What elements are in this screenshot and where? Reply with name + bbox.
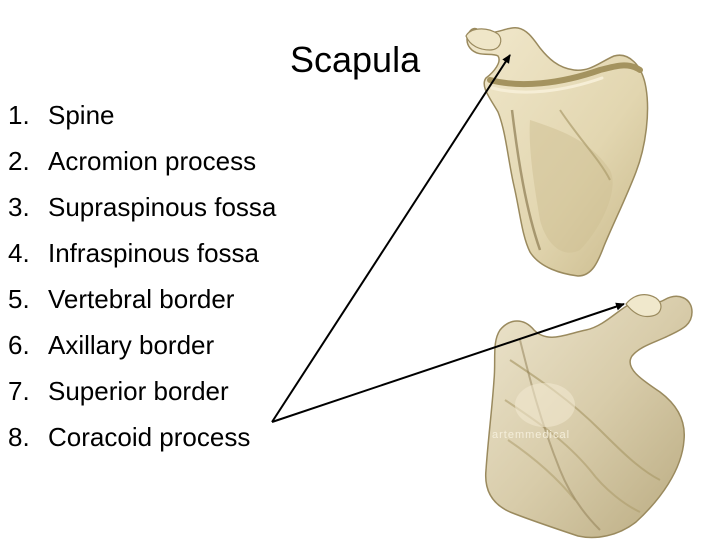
scapula-posterior-view	[466, 28, 648, 276]
list-item: 7. Superior border	[8, 368, 276, 414]
item-label-spine: Spine	[48, 92, 115, 138]
list-item: 2. Acromion process	[8, 138, 276, 184]
list-item: 1. Spine	[8, 92, 276, 138]
slide-title: Scapula	[290, 38, 420, 82]
item-label-vertebral-border: Vertebral border	[48, 276, 234, 322]
item-label-axillary-border: Axillary border	[48, 322, 214, 368]
watermark-text: artemmedical	[492, 429, 570, 441]
item-number: 3.	[8, 184, 48, 230]
item-number: 2.	[8, 138, 48, 184]
item-number: 5.	[8, 276, 48, 322]
item-number: 1.	[8, 92, 48, 138]
list-item: 5. Vertebral border	[8, 276, 276, 322]
list-item: 3. Supraspinous fossa	[8, 184, 276, 230]
list-item: 4. Infraspinous fossa	[8, 230, 276, 276]
item-label-infraspinous: Infraspinous fossa	[48, 230, 259, 276]
item-label-acromion: Acromion process	[48, 138, 256, 184]
item-number: 4.	[8, 230, 48, 276]
list-item: 8. Coracoid process	[8, 414, 276, 460]
item-number: 6.	[8, 322, 48, 368]
item-number: 8.	[8, 414, 48, 460]
item-label-supraspinous: Supraspinous fossa	[48, 184, 276, 230]
scapula-anterior-view	[486, 295, 692, 538]
item-number: 7.	[8, 368, 48, 414]
list-item: 6. Axillary border	[8, 322, 276, 368]
item-label-coracoid: Coracoid process	[48, 414, 250, 460]
term-list: 1. Spine 2. Acromion process 3. Supraspi…	[8, 92, 276, 460]
arrow-to-acromion	[272, 55, 510, 422]
item-label-superior-border: Superior border	[48, 368, 229, 414]
